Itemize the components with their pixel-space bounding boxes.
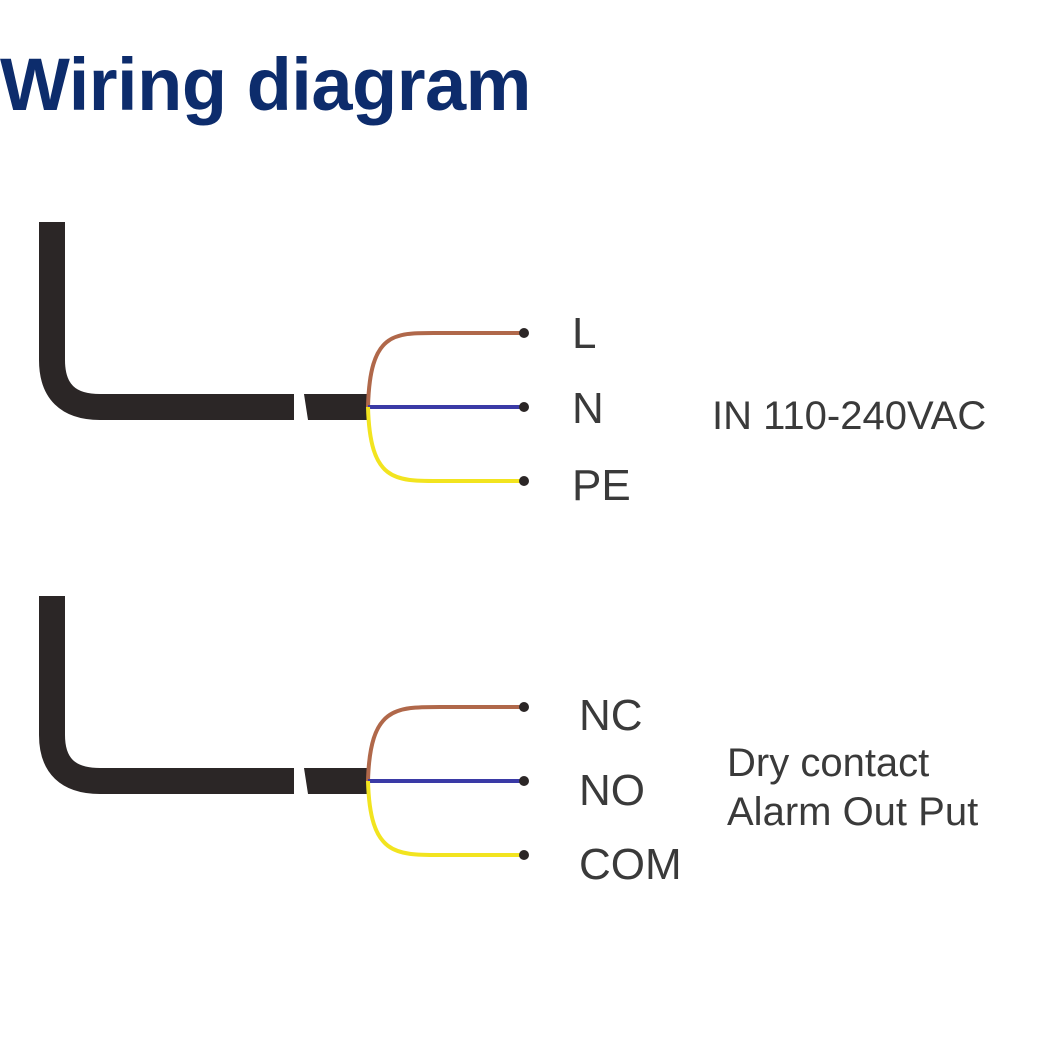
power-input-label: IN 110-240VAC [712,394,986,438]
alarm-terminal-label-nc: NC [579,691,643,740]
alarm-wire-com [366,780,522,857]
alarm-cable-end [304,768,368,794]
power-cable-end [304,394,368,420]
alarm-terminal-dot-com [519,850,529,860]
alarm-terminal-dot-no [519,776,529,786]
alarm-terminal-label-no: NO [579,766,645,815]
alarm-wire-nc [366,705,522,782]
alarm-cable-group: NC NO COM Dry contact Alarm Out Put [39,596,978,889]
power-cable-jacket [39,222,294,420]
power-wire-pe [366,406,522,484]
power-terminal-dot-pe [519,476,529,486]
alarm-terminal-label-com: COM [579,840,682,889]
power-wire-l [366,330,522,408]
alarm-terminal-dot-nc [519,702,529,712]
alarm-cable-jacket [39,596,294,794]
power-terminal-dot-n [519,402,529,412]
alarm-description-line-1: Dry contact [727,741,929,785]
power-terminal-dot-l [519,328,529,338]
page-title: Wiring diagram [0,43,531,126]
power-terminal-label-n: N [572,384,604,433]
power-cable-group: L N PE IN 110-240VAC [39,222,986,510]
power-terminal-label-l: L [572,309,596,358]
alarm-description-line-2: Alarm Out Put [727,790,978,834]
power-terminal-label-pe: PE [572,461,631,510]
